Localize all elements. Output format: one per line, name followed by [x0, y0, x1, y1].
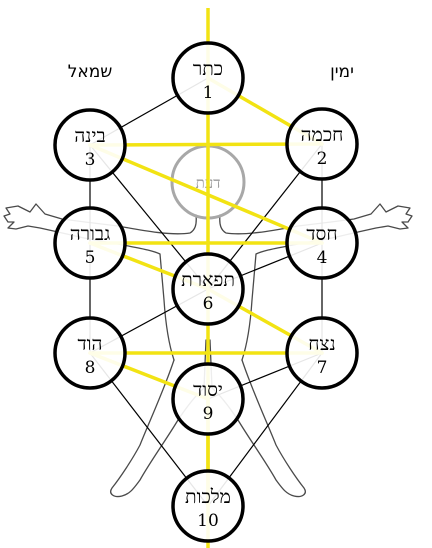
- sefira-circle: [171, 252, 245, 326]
- sefira-name: גבורה: [70, 223, 111, 245]
- sefira-number: 9: [203, 404, 214, 424]
- sefira-node-6: תפארת 6: [171, 252, 245, 326]
- sefira-name: הוד: [78, 333, 103, 355]
- right-side-label: ימין: [330, 62, 354, 82]
- left-side-label: שמאל: [68, 62, 113, 82]
- sefira-circle: [285, 107, 359, 181]
- sefira-number: 2: [317, 149, 328, 169]
- sefira-name: מלכות: [185, 486, 231, 508]
- sefira-number: 5: [85, 248, 96, 268]
- sefira-circle: [53, 206, 127, 280]
- sefira-node-7: נצח 7: [285, 316, 359, 390]
- sefira-node-10: מלכות 10: [171, 469, 245, 543]
- sefira-node-3: בינה 3: [53, 108, 127, 182]
- sefira-name: תפארת: [181, 269, 235, 291]
- sefira-circle: [285, 206, 359, 280]
- lightning-segment-3-4: [88, 143, 324, 245]
- sefira-number: 4: [317, 248, 328, 268]
- sefira-node-4: חסד 4: [285, 206, 359, 280]
- sefira-node-5: גבורה 5: [53, 206, 127, 280]
- sefira-circle: [171, 362, 245, 436]
- sefira-node-9: יסוד 9: [171, 362, 245, 436]
- sefira-number: 7: [317, 358, 328, 378]
- sefira-number: 1: [203, 83, 214, 103]
- sefira-circle: [53, 316, 127, 390]
- sefira-name: נצח: [308, 333, 335, 355]
- sefira-node-2: חכמה 2: [285, 107, 359, 181]
- sefira-circle: [171, 469, 245, 543]
- sefira-name: חסד: [306, 223, 337, 245]
- sefira-name: יסוד: [193, 379, 223, 401]
- sefira-name: בינה: [74, 125, 105, 147]
- sefirot-nodes: כתר 1 חכמה 2 בינה 3 חסד 4 גבורה 5 תפארת 6 נצח 7 הוד 8 יס…: [53, 41, 359, 543]
- lightning-segment-2-3: [88, 142, 324, 147]
- sefira-circle: [53, 108, 127, 182]
- sefira-number: 3: [85, 150, 96, 170]
- sefira-node-1: כתר 1: [171, 41, 245, 115]
- sefira-circle: [171, 41, 245, 115]
- sefira-number: 10: [197, 511, 219, 531]
- sefira-number: 6: [203, 294, 214, 314]
- sefira-name: חכמה: [301, 124, 344, 146]
- sefira-node-8: הוד 8: [53, 316, 127, 390]
- sefira-number: 8: [85, 358, 96, 378]
- sefira-circle: [285, 316, 359, 390]
- sefira-name: כתר: [193, 58, 223, 80]
